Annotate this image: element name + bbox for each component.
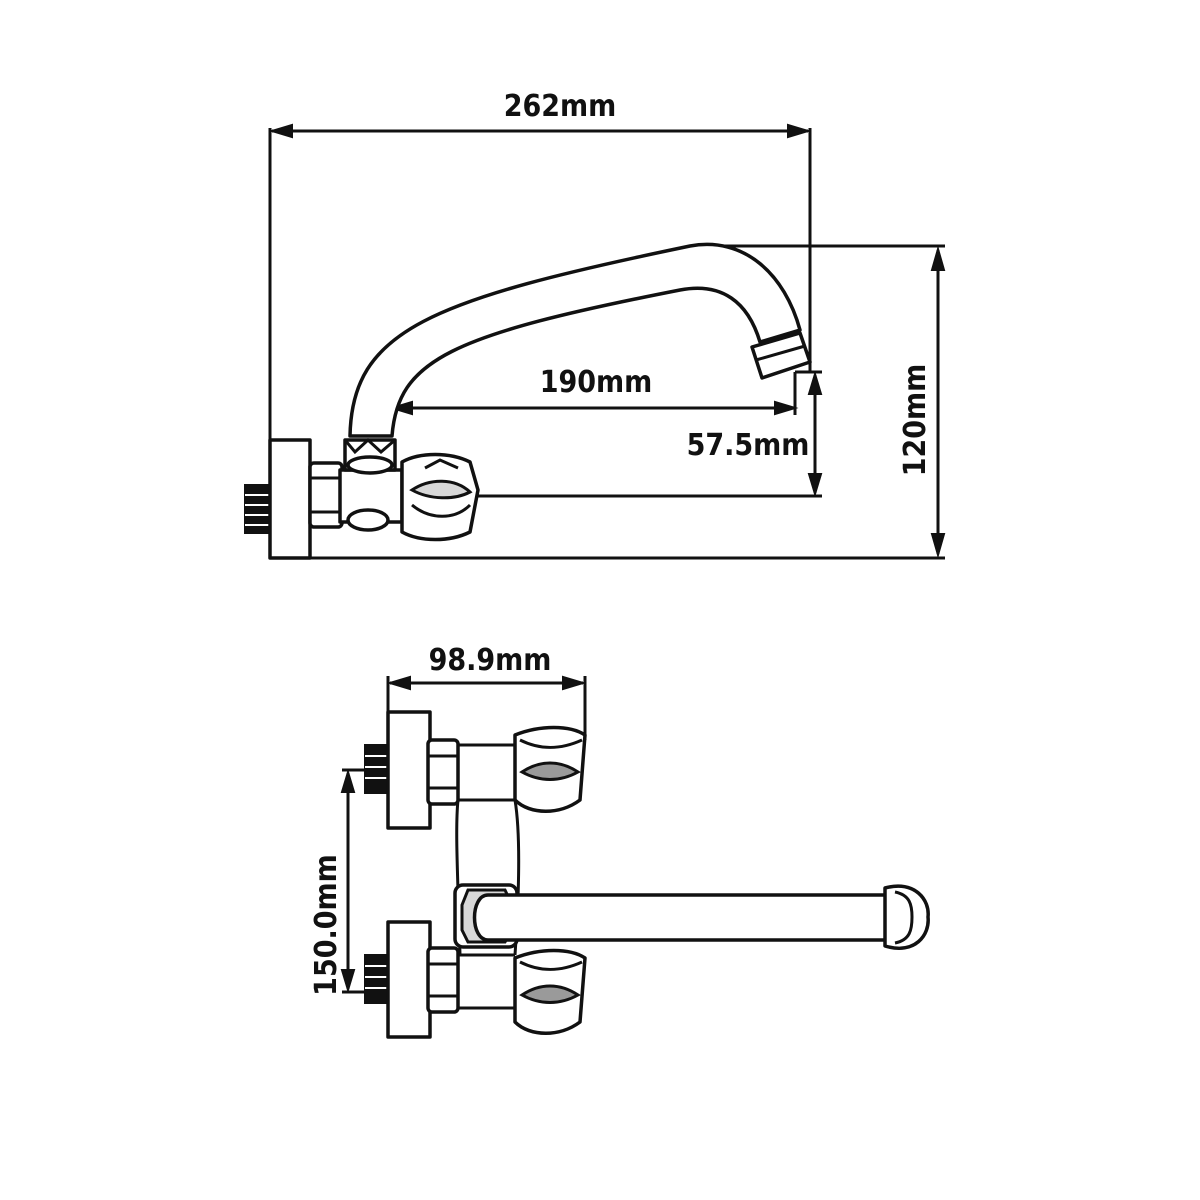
spout-tube <box>348 242 802 438</box>
spout-top-view <box>453 883 930 950</box>
arrowhead <box>787 123 812 139</box>
spout-end <box>883 884 930 950</box>
dimension-label-150: 150.0mm <box>309 854 344 996</box>
arrowhead <box>388 400 413 416</box>
dimension-190mm: 190mm <box>388 365 799 416</box>
lower-flange <box>386 920 432 1039</box>
arrowhead <box>268 123 293 139</box>
hex-nut <box>308 461 344 529</box>
upper-inlet-assembly <box>364 710 587 830</box>
valve-bottom <box>346 508 390 532</box>
arrowhead <box>562 675 587 691</box>
dimension-label-98-9: 98.9mm <box>429 643 552 678</box>
top-view: 98.9mm 150.0mm <box>309 643 930 1039</box>
arrowhead <box>386 675 411 691</box>
lower-hex-nut <box>426 946 460 1014</box>
dimension-label-262: 262mm <box>504 89 617 124</box>
arrowhead <box>807 473 823 498</box>
wall-flange <box>268 438 312 560</box>
lower-inlet-assembly <box>364 920 587 1039</box>
arrowhead <box>340 768 356 793</box>
upper-hex-nut <box>426 738 460 806</box>
side-view: 262mm 120mm 190mm 57.5mm <box>244 89 946 560</box>
upper-flange <box>386 710 432 830</box>
valve-bridge <box>455 743 521 1010</box>
dimension-label-190: 190mm <box>540 365 653 400</box>
dimension-label-57-5: 57.5mm <box>687 428 810 463</box>
spout-aerator <box>750 331 812 380</box>
lower-inlet-thread <box>364 954 391 1004</box>
faucet-side-drawing <box>244 242 812 560</box>
dimension-98-9mm: 98.9mm <box>386 643 587 740</box>
dimension-262mm: 262mm <box>268 89 812 440</box>
dimension-120mm: 120mm <box>310 244 946 560</box>
dimension-label-120: 120mm <box>898 364 933 477</box>
dimension-150mm: 150.0mm <box>309 768 372 996</box>
arrowhead <box>930 533 946 559</box>
spout-arm <box>472 893 907 942</box>
arrowhead <box>774 400 799 416</box>
arrowhead <box>807 370 823 395</box>
arrowhead <box>930 245 946 271</box>
arrowhead <box>340 969 356 994</box>
dimension-57-5mm: 57.5mm <box>470 370 823 498</box>
